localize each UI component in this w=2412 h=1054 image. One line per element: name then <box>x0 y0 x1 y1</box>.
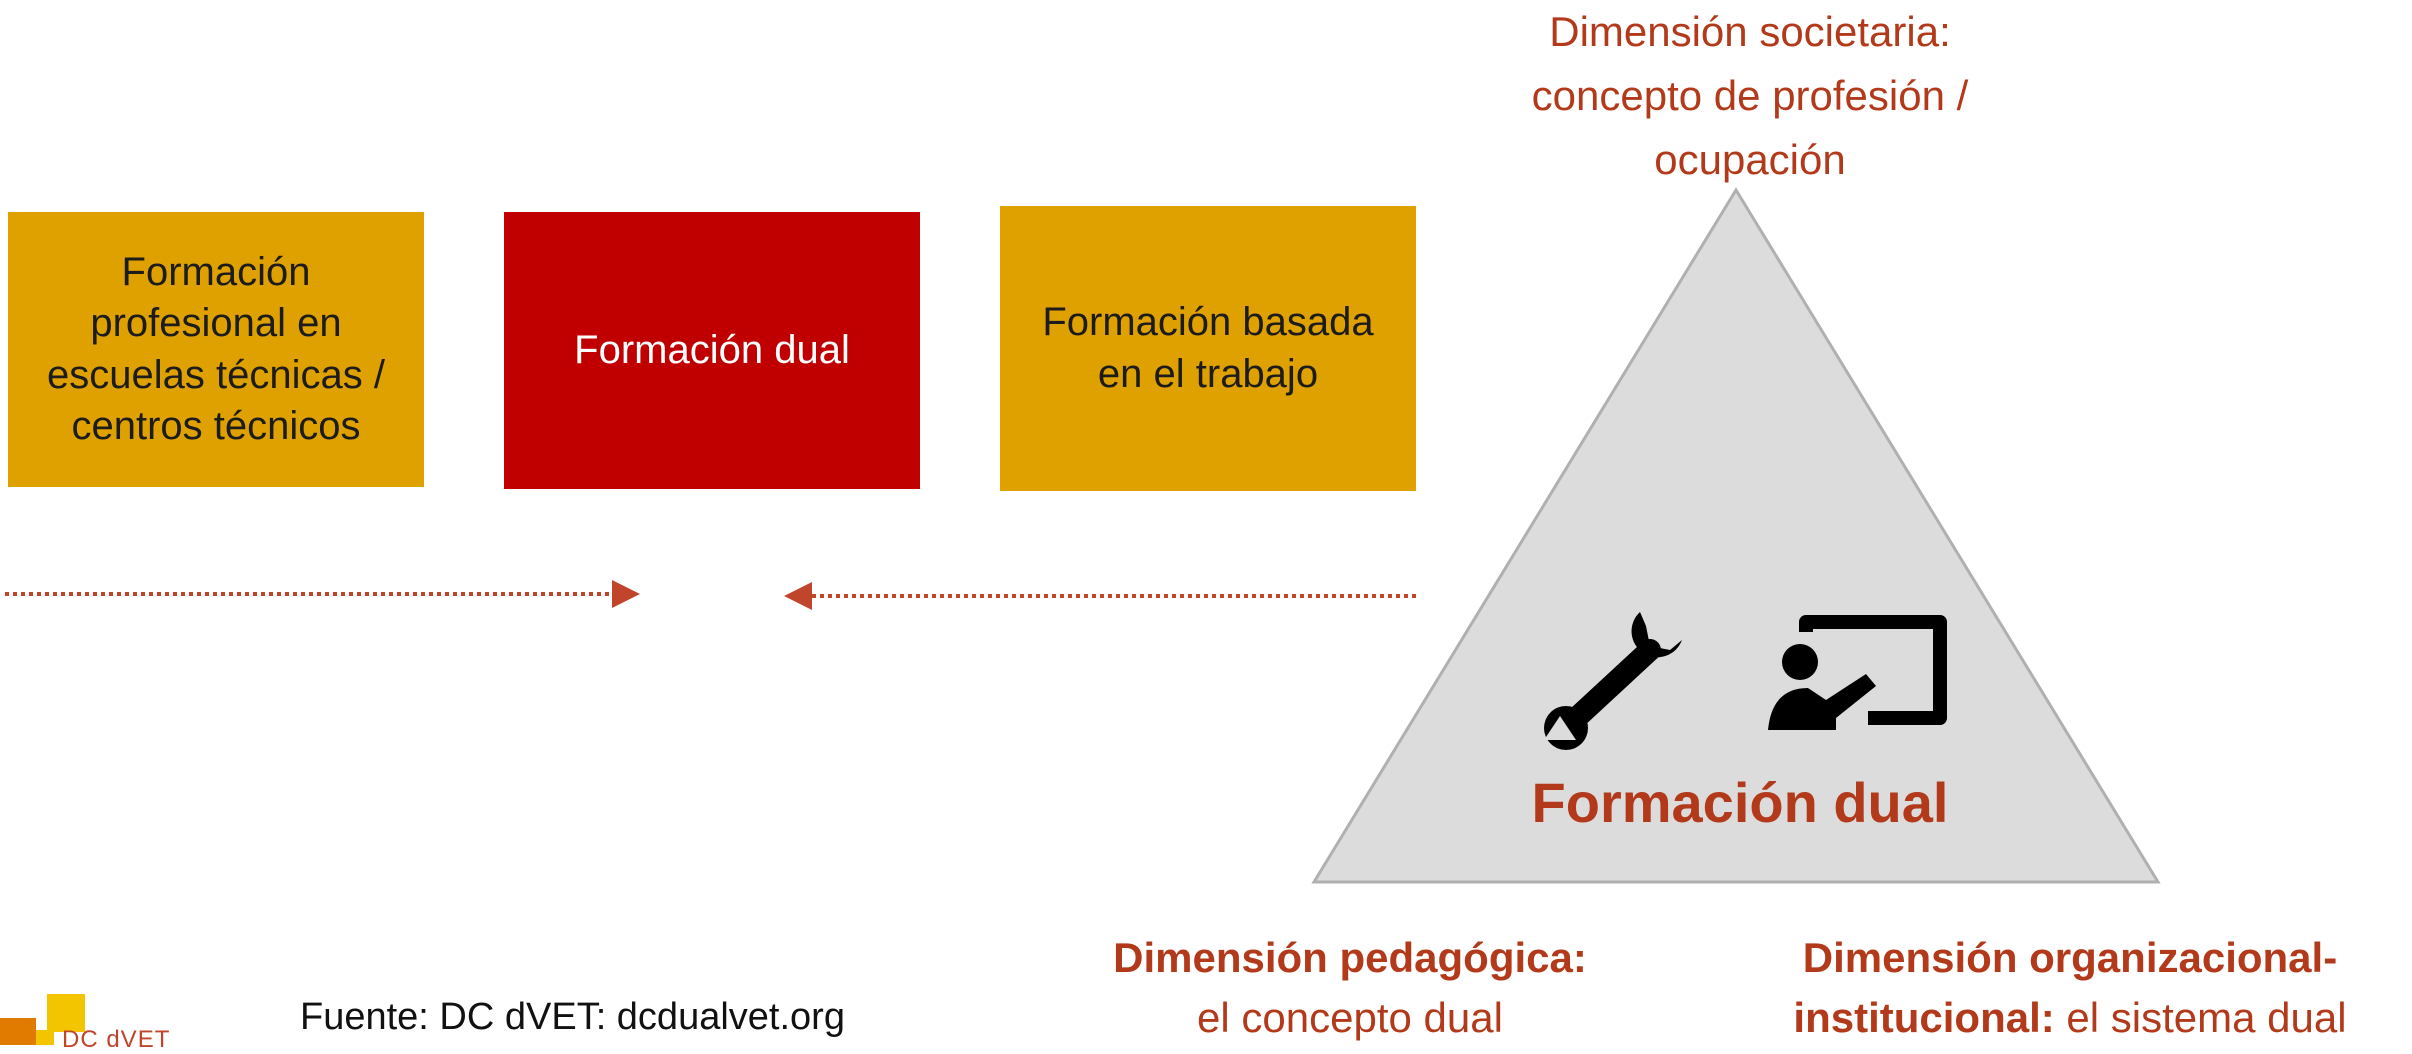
societal-line-2: concepto de profesión / <box>1531 72 1969 119</box>
right-arrowhead <box>784 582 812 610</box>
wrench-icon <box>1544 612 1682 750</box>
organizational-heading-cont: institucional: <box>1793 994 2055 1041</box>
work-based-box: Formación basada en el trabajo <box>1000 206 1416 491</box>
logo-text: DC dVET <box>62 1026 171 1053</box>
triangle-title: Formación dual <box>1531 771 1949 834</box>
vocational-school-box: Formación profesional en escuelas técnic… <box>8 212 424 487</box>
organizational-dimension-label: Dimensión organizacional- institucional:… <box>1740 928 2400 1048</box>
vocational-school-line-4: centros técnicos <box>71 403 361 448</box>
organizational-heading: Dimensión organizacional- <box>1802 934 2338 981</box>
vocational-school-line-3: escuelas técnicas / <box>47 352 385 397</box>
pedagogical-heading: Dimensión pedagógica: <box>1113 934 1587 981</box>
left-arrowhead <box>612 580 640 608</box>
societal-line-3: ocupación <box>1654 136 1846 183</box>
societal-dimension-label: Dimensión societaria: concepto de profes… <box>1440 0 2060 192</box>
organizational-line-2: institucional: el sistema dual <box>1740 988 2400 1048</box>
vocational-school-line-1: Formación <box>121 250 311 295</box>
work-based-line-1: Formación basada <box>1042 300 1374 345</box>
dual-training-label: Formación dual <box>574 327 850 372</box>
work-based-line-2: en el trabajo <box>1097 351 1319 396</box>
societal-line-1: Dimensión societaria: <box>1549 8 1951 55</box>
organizational-text: el sistema dual <box>2054 994 2347 1041</box>
teacher-board-icon <box>1768 615 1947 730</box>
dual-training-box: Formación dual <box>504 212 920 489</box>
dc-dvet-logo: DC dVET <box>0 990 200 1053</box>
source-citation: Fuente: DC dVET: dcdualvet.org <box>300 996 845 1038</box>
pedagogical-text: el concepto dual <box>1197 994 1503 1041</box>
pedagogical-dimension-label: Dimensión pedagógica: el concepto dual <box>1040 928 1660 1048</box>
vocational-school-line-2: profesional en <box>90 301 342 346</box>
